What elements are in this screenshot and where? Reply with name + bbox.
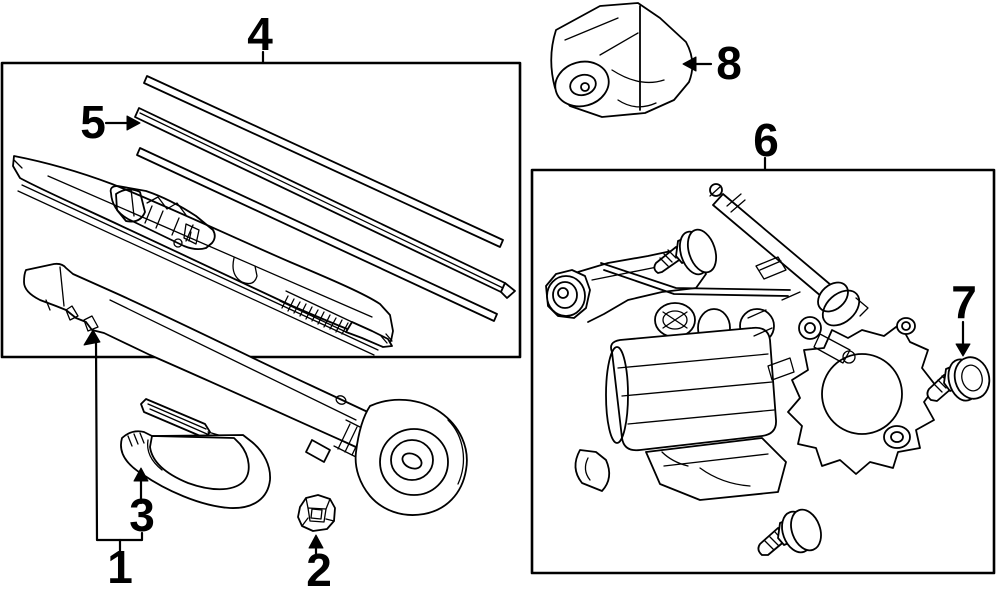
refill-strip-bottom: [136, 147, 498, 322]
callout-2-label: 2: [306, 544, 332, 593]
callout-3-arrow: [133, 467, 149, 505]
callout-3-label: 3: [129, 489, 155, 541]
motor-bolt-upper: [653, 228, 718, 276]
refill-strip-part5: [134, 107, 516, 299]
wiper-motor-assembly: [545, 183, 937, 501]
callout-6-label: 6: [753, 114, 779, 166]
callout-2-arrow: [308, 534, 324, 558]
callout-1-bracket: [83, 329, 144, 553]
motor-bolt-lower: [757, 508, 822, 556]
callout-8-arrow: [682, 56, 713, 72]
part-4-box: [0, 50, 522, 359]
part-6-box: [530, 156, 996, 575]
callout-7-label: 7: [951, 276, 977, 328]
callout-8-label: 8: [716, 37, 742, 89]
pivot-cap-part8: [550, 2, 694, 118]
wiper-arm: [23, 262, 468, 516]
callout-7-arrow: [955, 320, 971, 357]
wiper-blade-assembly: [12, 155, 394, 356]
callout-5-label: 5: [80, 96, 106, 148]
pivot-nut-part2: [297, 494, 336, 532]
refill-strip-top: [143, 75, 504, 248]
callout-5-arrow: [104, 115, 141, 131]
callout-1-label: 1: [107, 541, 133, 593]
callout-4-label: 4: [247, 8, 273, 60]
bolt-part7: [926, 356, 991, 402]
